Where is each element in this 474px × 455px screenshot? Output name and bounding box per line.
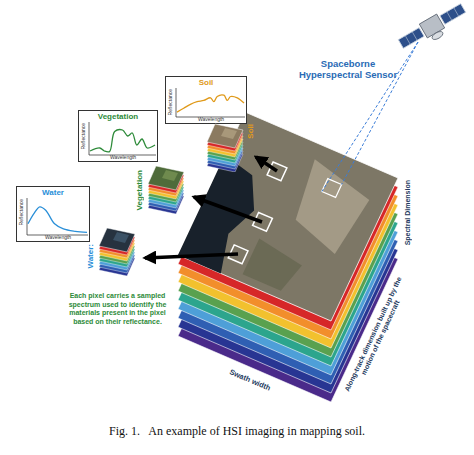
satellite-image [178,112,398,321]
sensor-label: Spaceborne Hyperspectral Sensor [298,58,398,80]
axis-label: Spectral Dimension [404,180,411,245]
pointer-arrow [256,157,277,171]
reflectance-curve [177,95,244,112]
panel-grid [412,32,417,41]
reflectance-curve [28,207,87,233]
urban-area [296,159,370,254]
spectrum-chart: SoilReflectanceWavelength [165,76,247,124]
data-cube: Soil [205,122,245,172]
material-label: Soil [246,124,256,139]
chart-title: Vegetation [79,112,157,121]
solar-panel [440,4,466,25]
material-label: Water: [86,244,96,269]
image-face [207,124,243,148]
panel-grid [447,12,452,21]
spectrum-chart: WaterReflectanceWavelength [16,186,90,242]
sensor-dish [431,30,444,41]
cube-symbol [146,164,186,214]
image-patch [162,170,178,181]
figure-caption: Fig. 1. An example of HSI imaging in map… [0,424,474,439]
image-face [148,166,184,190]
sensor-footprint [322,179,342,198]
axis-title: Reflectance [80,123,86,149]
pointer-arrow [194,197,262,222]
image-face [178,112,398,321]
reflectance-curve [90,130,155,152]
plot-axes [89,122,156,155]
axis-title: Wavelength [27,234,89,241]
note-text: Each pixel carries a sampled spectrum us… [60,292,175,326]
chart-title: Soil [166,78,246,87]
image-patch [113,232,129,243]
satellite-symbol [397,1,470,56]
panel-grid [405,36,410,45]
axis-title: Wavelength [176,116,246,123]
solar-panel [398,28,424,49]
data-cube: Water: [97,226,137,276]
pointer-arrows [145,157,277,258]
pointer-arrow [145,254,238,258]
image-patch [221,128,237,139]
field-area [243,239,302,291]
axis-title: Wavelength [89,154,157,161]
plot-axes [27,198,88,235]
cube-symbol [97,226,137,276]
chart-title: Water [17,188,89,197]
axis-title: Reflectance [167,89,173,115]
material-label: Vegetation [135,170,145,210]
axis-title: Reflectance [18,199,24,225]
panel-grid [454,8,459,17]
cube-symbol [205,122,245,172]
data-cube: Vegetation [146,164,186,214]
plot-axes [176,88,245,117]
spectrum-chart: VegetationReflectanceWavelength [78,110,158,162]
image-face [99,228,135,252]
pixel-square [253,213,273,232]
